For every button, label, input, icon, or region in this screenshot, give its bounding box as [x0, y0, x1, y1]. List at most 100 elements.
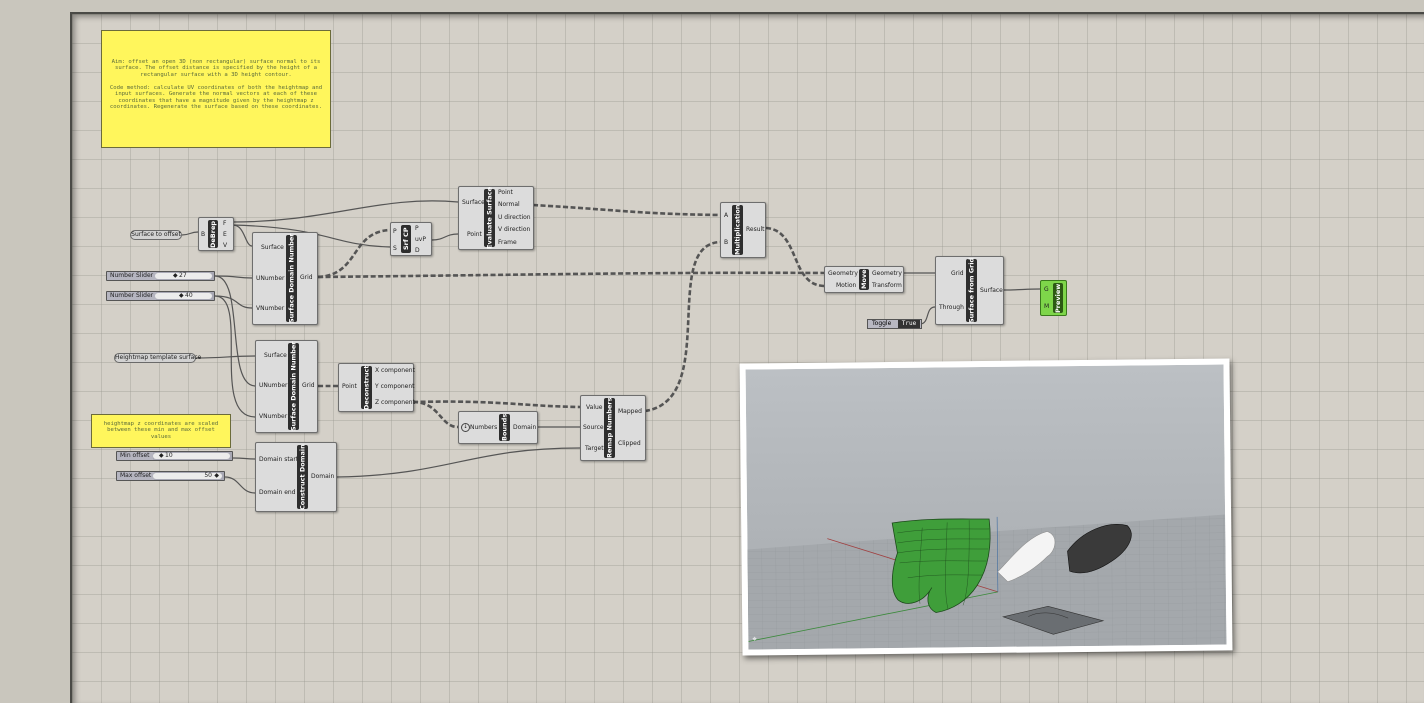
- component-surface-from-grid[interactable]: Grid Through Surface from Grid Surface: [935, 256, 1004, 325]
- component-srf-cp[interactable]: S P Srf CP P uvP D: [390, 222, 432, 256]
- component-label: Preview: [1053, 283, 1063, 313]
- slider-grip-icon[interactable]: ◆: [179, 292, 184, 299]
- svg-text:⌖: ⌖: [752, 634, 757, 643]
- port-output[interactable]: V: [223, 242, 228, 249]
- slider-track[interactable]: ◆ 40: [155, 293, 212, 299]
- port-input[interactable]: VNumber: [259, 413, 288, 420]
- port-output[interactable]: Surface: [980, 287, 1003, 294]
- port-input[interactable]: Surface: [462, 199, 485, 206]
- component-label: Surface Domain Number: [288, 341, 299, 432]
- component-label: Move: [859, 269, 869, 290]
- port-output[interactable]: V direction: [498, 226, 531, 233]
- port-input[interactable]: VNumber: [256, 305, 285, 312]
- port-output[interactable]: Y component: [375, 383, 415, 390]
- port-input[interactable]: S: [393, 245, 397, 252]
- number-slider-u[interactable]: Number Slider ◆ 27: [106, 271, 215, 281]
- port-output[interactable]: Domain: [311, 473, 335, 480]
- port-input[interactable]: UNumber: [259, 382, 288, 389]
- port-output[interactable]: Clipped: [618, 440, 641, 447]
- port-output[interactable]: D: [415, 247, 420, 254]
- port-input[interactable]: Surface: [264, 352, 287, 359]
- slider-value: 27: [179, 272, 187, 279]
- port-input[interactable]: Domain end: [259, 489, 296, 496]
- param-surface-to-offset[interactable]: Surface to offset: [130, 230, 182, 240]
- port-input[interactable]: A: [724, 212, 729, 219]
- port-input[interactable]: P: [393, 228, 397, 235]
- port-output[interactable]: Point: [498, 189, 513, 196]
- port-input[interactable]: Target: [585, 445, 604, 452]
- port-input[interactable]: B: [724, 239, 729, 246]
- port-input[interactable]: Domain start: [259, 456, 299, 463]
- component-surface-domain-number-heightmap[interactable]: Surface UNumber VNumber Surface Domain N…: [255, 340, 318, 433]
- component-evaluate-surface[interactable]: Surface Point Evaluate Surface Point Nor…: [458, 186, 534, 250]
- slider-value: 40: [185, 292, 193, 299]
- slider-min-offset[interactable]: Min offset ◆ 10: [116, 451, 233, 461]
- component-surface-domain-number[interactable]: Surface UNumber VNumber Surface Domain N…: [252, 232, 318, 325]
- port-output[interactable]: Normal: [498, 201, 520, 208]
- port-output[interactable]: uvP: [415, 236, 426, 243]
- port-output[interactable]: F: [223, 220, 227, 227]
- number-slider-v[interactable]: Number Slider ◆ 40: [106, 291, 215, 301]
- port-output[interactable]: Result: [746, 226, 765, 233]
- rhino-viewport-screenshot: ⌖: [739, 358, 1233, 656]
- port-output[interactable]: Geometry: [872, 270, 902, 277]
- slider-label: Number Slider: [107, 292, 157, 300]
- component-debrep[interactable]: B DeBrep F E V: [198, 217, 234, 251]
- port-output[interactable]: Mapped: [618, 408, 642, 415]
- port-input[interactable]: B: [201, 231, 206, 238]
- port-input[interactable]: Point: [467, 231, 482, 238]
- slider-label: Min offset: [117, 452, 153, 460]
- viewport-image: ⌖: [745, 364, 1227, 650]
- slider-track[interactable]: ◆ 27: [155, 273, 212, 279]
- component-label: Bounds: [499, 413, 510, 442]
- component-multiplication[interactable]: A B Multiplication Result: [720, 202, 766, 258]
- component-label: Srf CP: [401, 225, 411, 253]
- slider-max-offset[interactable]: Max offset 50 ◆: [116, 471, 225, 481]
- port-output[interactable]: Grid: [300, 274, 313, 281]
- port-output[interactable]: Frame: [498, 239, 517, 246]
- slider-track[interactable]: 50 ◆: [153, 473, 222, 479]
- component-label: Multiplication: [732, 204, 743, 256]
- port-output[interactable]: E: [223, 231, 227, 238]
- port-output[interactable]: Domain: [513, 424, 537, 431]
- panel-scaling-note[interactable]: heightmap z coordinates are scaled betwe…: [91, 414, 231, 448]
- param-heightmap-template[interactable]: Heightmap template surface: [114, 353, 202, 363]
- slider-track[interactable]: ◆ 10: [153, 453, 230, 459]
- component-construct-domain[interactable]: Domain start Domain end Construct Domain…: [255, 442, 337, 512]
- component-bounds[interactable]: ↓ Numbers Bounds Domain: [458, 411, 538, 444]
- slider-grip-icon[interactable]: ◆: [173, 272, 178, 279]
- port-output[interactable]: Transform: [872, 282, 902, 289]
- component-preview[interactable]: G M Preview: [1040, 280, 1067, 316]
- port-output[interactable]: U direction: [498, 214, 531, 221]
- toggle-value[interactable]: True: [898, 320, 920, 328]
- port-input[interactable]: Value: [586, 404, 603, 411]
- component-label: Evaluate Surface: [484, 186, 495, 250]
- component-deconstruct[interactable]: Point Deconstruct X component Y componen…: [338, 363, 415, 412]
- panel-intro[interactable]: Aim: offset an open 3D (non rectangular)…: [101, 30, 331, 148]
- slider-label: Number Slider: [107, 272, 157, 280]
- port-output[interactable]: Grid: [302, 382, 315, 389]
- slider-grip-icon[interactable]: ◆: [214, 472, 219, 479]
- port-input[interactable]: M: [1044, 303, 1050, 310]
- port-output[interactable]: X component: [375, 367, 415, 374]
- slider-grip-icon[interactable]: ◆: [159, 452, 164, 459]
- component-label: Construct Domain: [297, 444, 308, 510]
- port-input[interactable]: Numbers: [470, 424, 498, 431]
- port-output[interactable]: Z component: [375, 399, 415, 406]
- component-remap-numbers[interactable]: Value Source Target Remap Numbers Mapped…: [580, 395, 646, 461]
- port-input[interactable]: G: [1044, 286, 1049, 293]
- slider-value: 50: [204, 472, 212, 479]
- slider-label: Max offset: [117, 472, 155, 480]
- port-output[interactable]: P: [415, 225, 419, 232]
- port-input[interactable]: Grid: [951, 270, 964, 277]
- port-input[interactable]: Surface: [261, 244, 284, 251]
- port-input[interactable]: Motion: [836, 282, 857, 289]
- port-input[interactable]: Point: [342, 383, 357, 390]
- boolean-toggle[interactable]: Toggle True: [867, 319, 922, 329]
- port-input[interactable]: Through: [939, 304, 964, 311]
- port-input[interactable]: Geometry: [828, 270, 858, 277]
- port-input[interactable]: Source: [583, 424, 604, 431]
- port-input[interactable]: UNumber: [256, 275, 285, 282]
- component-label: Remap Numbers: [604, 397, 615, 459]
- component-move[interactable]: Geometry Motion Move Geometry Transform: [824, 266, 904, 293]
